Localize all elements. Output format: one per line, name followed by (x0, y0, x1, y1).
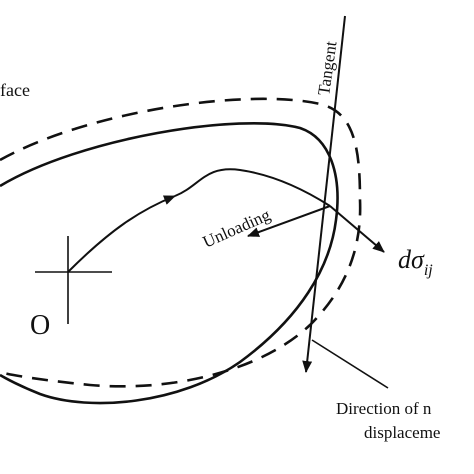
sigma-symbol: σ (411, 245, 425, 274)
unloading-arrow (247, 205, 331, 237)
direction-label-line2: displaceme (364, 423, 440, 442)
loading-path-continuation (174, 168, 331, 207)
solid-yield-surface (0, 122, 339, 405)
tangent-line (302, 15, 346, 373)
dashed-yield-surface (0, 97, 362, 388)
surface-label-fragment: face (0, 80, 30, 100)
direction-label-line1: Direction of n (336, 399, 432, 418)
stress-increment-arrow (329, 205, 385, 253)
unloading-label: Unloading (200, 205, 274, 252)
direction-leader-line (311, 339, 389, 389)
origin-label: O (30, 310, 50, 341)
loading-path (67, 195, 176, 273)
d-symbol: d (398, 245, 412, 274)
stress-subscript: ij (424, 262, 433, 279)
stress-increment-label: dσij (398, 245, 433, 279)
